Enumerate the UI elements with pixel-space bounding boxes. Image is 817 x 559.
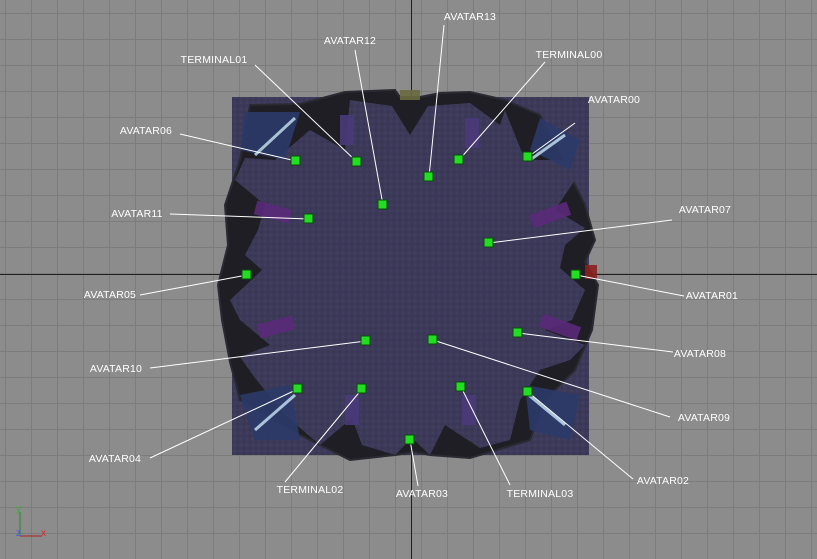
label-terminal02[interactable]: TERMINAL02: [276, 484, 344, 496]
alcove-props: [240, 90, 597, 440]
label-avatar10[interactable]: AVATAR10: [89, 363, 143, 375]
inner-floor: [230, 100, 585, 455]
label-avatar05[interactable]: AVATAR05: [83, 289, 137, 301]
marker-avatar11: [303, 213, 314, 224]
label-avatar13[interactable]: AVATAR13: [443, 11, 497, 23]
marker-avatar05: [241, 269, 252, 280]
marker-avatar12: [377, 199, 388, 210]
label-avatar01[interactable]: AVATAR01: [685, 290, 739, 302]
marker-terminal02: [356, 383, 367, 394]
label-terminal01[interactable]: TERMINAL01: [180, 54, 248, 66]
marker-avatar13: [423, 171, 434, 182]
marker-avatar06: [290, 155, 301, 166]
marker-terminal01: [351, 156, 362, 167]
gizmo-x-label: x: [41, 528, 46, 539]
marker-avatar04: [292, 383, 303, 394]
gizmo-z-label: z: [16, 528, 21, 539]
marker-avatar00: [522, 151, 533, 162]
label-avatar07[interactable]: AVATAR07: [678, 204, 732, 216]
marker-terminal03: [455, 381, 466, 392]
marker-avatar03: [404, 434, 415, 445]
label-avatar04[interactable]: AVATAR04: [88, 453, 142, 465]
label-avatar09[interactable]: AVATAR09: [677, 412, 731, 424]
label-terminal03[interactable]: TERMINAL03: [506, 488, 574, 500]
axis-gizmo: y z x: [12, 502, 57, 547]
marker-avatar10: [360, 335, 371, 346]
label-avatar00[interactable]: AVATAR00: [587, 94, 641, 106]
label-avatar12[interactable]: AVATAR12: [323, 35, 377, 47]
label-terminal00[interactable]: TERMINAL00: [535, 49, 603, 61]
marker-avatar09: [427, 334, 438, 345]
gizmo-y-label: y: [16, 504, 21, 515]
label-avatar08[interactable]: AVATAR08: [673, 348, 727, 360]
marker-avatar08: [512, 327, 523, 338]
marker-avatar01: [570, 269, 581, 280]
label-avatar02[interactable]: AVATAR02: [636, 475, 690, 487]
marker-avatar02: [522, 386, 533, 397]
marker-terminal00: [453, 154, 464, 165]
leader-lines: [139, 24, 685, 487]
markers: [241, 151, 581, 445]
label-avatar06[interactable]: AVATAR06: [119, 125, 173, 137]
marker-avatar07: [483, 237, 494, 248]
label-avatar11[interactable]: AVATAR11: [111, 208, 163, 220]
label-avatar03[interactable]: AVATAR03: [395, 488, 449, 500]
